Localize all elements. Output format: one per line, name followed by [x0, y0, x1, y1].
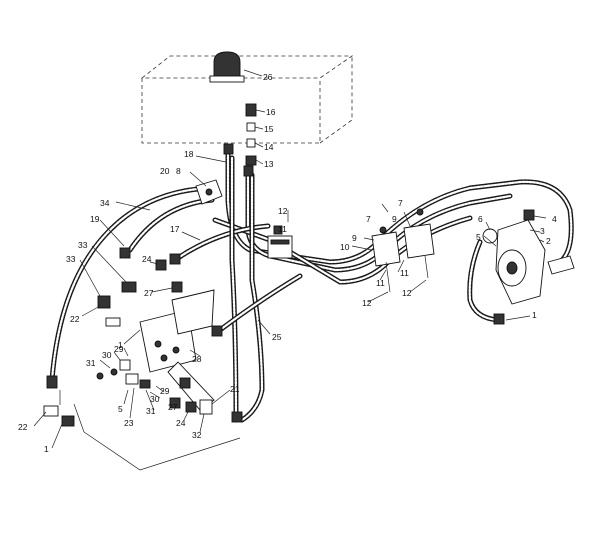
- callout-labels: 26 16 15 14 13 18 20 8 34 19 17 12 11 7 …: [18, 72, 557, 454]
- tank-outline: [140, 55, 354, 144]
- callout-24-low: 24: [176, 418, 186, 428]
- callout-33-low: 33: [66, 254, 76, 264]
- callout-11-top: 11: [278, 224, 287, 234]
- valve-clamps: [287, 208, 435, 293]
- callout-4: 4: [552, 214, 557, 224]
- callout-30-top: 30: [102, 350, 112, 360]
- callout-32: 32: [192, 430, 202, 440]
- callout-29-top: 29: [114, 344, 124, 354]
- callout-1-mid: 1: [118, 340, 123, 350]
- callout-31-top: 31: [86, 358, 96, 368]
- callout-7-right: 7: [398, 198, 403, 208]
- callout-11-low: 11: [376, 278, 385, 288]
- callout-2: 2: [546, 236, 551, 246]
- callout-8: 8: [176, 166, 181, 176]
- guide-lines: [59, 390, 241, 471]
- callout-13: 13: [264, 159, 274, 169]
- callout-27-top: 27: [144, 288, 154, 298]
- callout-9-left: 9: [352, 233, 357, 243]
- callout-3: 3: [540, 226, 545, 236]
- callout-33-top: 33: [78, 240, 88, 250]
- callout-23: 23: [124, 418, 134, 428]
- callout-1-right: 1: [532, 310, 537, 320]
- tank-fittings: [245, 103, 266, 166]
- filler-cap: [209, 51, 263, 83]
- callout-24-top: 24: [142, 254, 152, 264]
- callout-5-right: 5: [476, 232, 481, 242]
- callout-17: 17: [170, 224, 180, 234]
- callout-12-top: 12: [278, 206, 288, 216]
- callout-27-low: 27: [168, 402, 178, 412]
- callout-11-mid: 11: [400, 268, 409, 278]
- callout-9-right: 9: [392, 214, 397, 224]
- leader-lines: [33, 155, 531, 449]
- hoses: [49, 147, 574, 423]
- callout-18: 18: [184, 149, 194, 159]
- callout-25: 25: [272, 332, 282, 342]
- callout-28: 28: [192, 354, 202, 364]
- callout-6: 6: [478, 214, 483, 224]
- callout-34: 34: [100, 198, 110, 208]
- callout-29-low: 29: [160, 386, 170, 396]
- callout-14: 14: [264, 142, 274, 152]
- callout-12-right: 12: [402, 288, 412, 298]
- callout-22-top: 22: [70, 314, 80, 324]
- callout-19: 19: [90, 214, 100, 224]
- callout-16: 16: [266, 107, 276, 117]
- callout-7-left: 7: [366, 214, 371, 224]
- mid-clamp: [267, 235, 293, 259]
- callout-31-low: 31: [146, 406, 156, 416]
- hose-clamp: [195, 179, 223, 205]
- callout-15: 15: [264, 124, 274, 134]
- callout-26: 26: [263, 72, 273, 82]
- bracket-assembly: [139, 289, 215, 415]
- callout-10: 10: [340, 242, 350, 252]
- callout-22-low: 22: [18, 422, 28, 432]
- hose-end-fittings: [46, 143, 505, 423]
- callout-21: 21: [230, 384, 240, 394]
- small-fittings: [43, 225, 283, 427]
- callout-12-left: 12: [362, 298, 372, 308]
- callout-20: 20: [160, 166, 170, 176]
- callout-1-low: 1: [44, 444, 49, 454]
- hydraulic-motor: [482, 209, 575, 305]
- callout-30-low: 30: [150, 394, 160, 404]
- callout-5-left: 5: [118, 404, 123, 414]
